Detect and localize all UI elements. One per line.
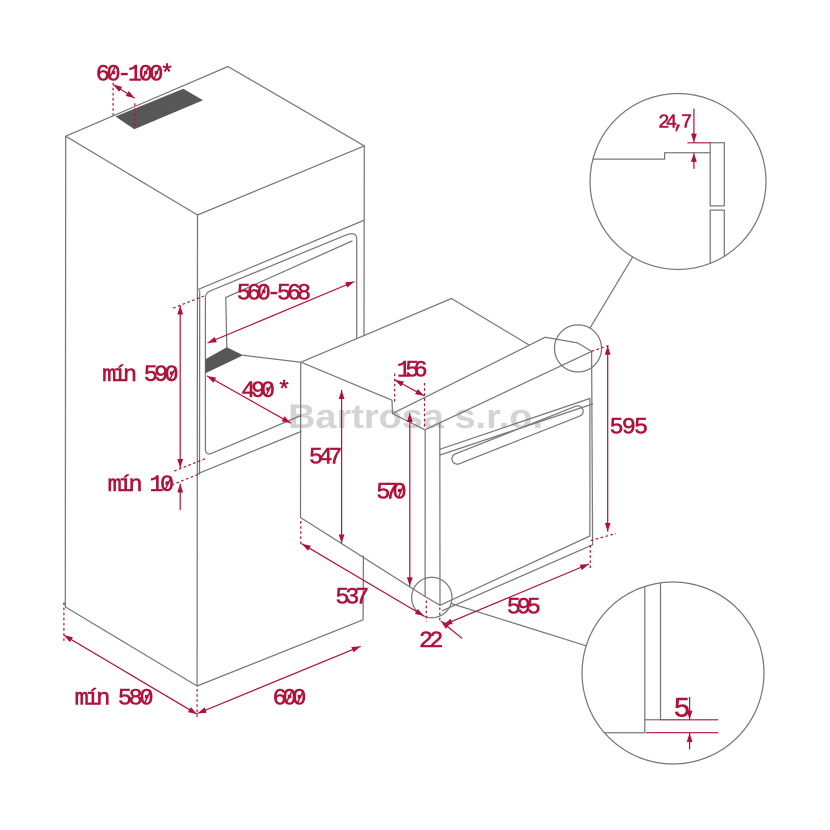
- svg-text:537: 537: [335, 585, 369, 612]
- svg-text:560-568: 560-568: [237, 281, 311, 308]
- svg-text:Bartrosa s.r.o.: Bartrosa s.r.o.: [288, 398, 543, 436]
- svg-text:595: 595: [610, 415, 649, 442]
- svg-text:5: 5: [674, 695, 691, 726]
- svg-text:60-100*: 60-100*: [96, 61, 174, 88]
- svg-text:22: 22: [419, 628, 443, 655]
- svg-text:156: 156: [397, 357, 428, 384]
- svg-text:570: 570: [376, 479, 406, 506]
- svg-text:595: 595: [507, 595, 541, 622]
- svg-text:547: 547: [309, 444, 342, 471]
- svg-text:*: *: [277, 378, 291, 405]
- svg-text:mín 10: mín 10: [108, 472, 175, 499]
- svg-text:600: 600: [273, 686, 307, 713]
- svg-text:mín 590: mín 590: [102, 362, 178, 389]
- svg-text:490: 490: [241, 378, 275, 405]
- svg-text:mín 580: mín 580: [75, 686, 154, 713]
- svg-text:24,7: 24,7: [658, 112, 692, 134]
